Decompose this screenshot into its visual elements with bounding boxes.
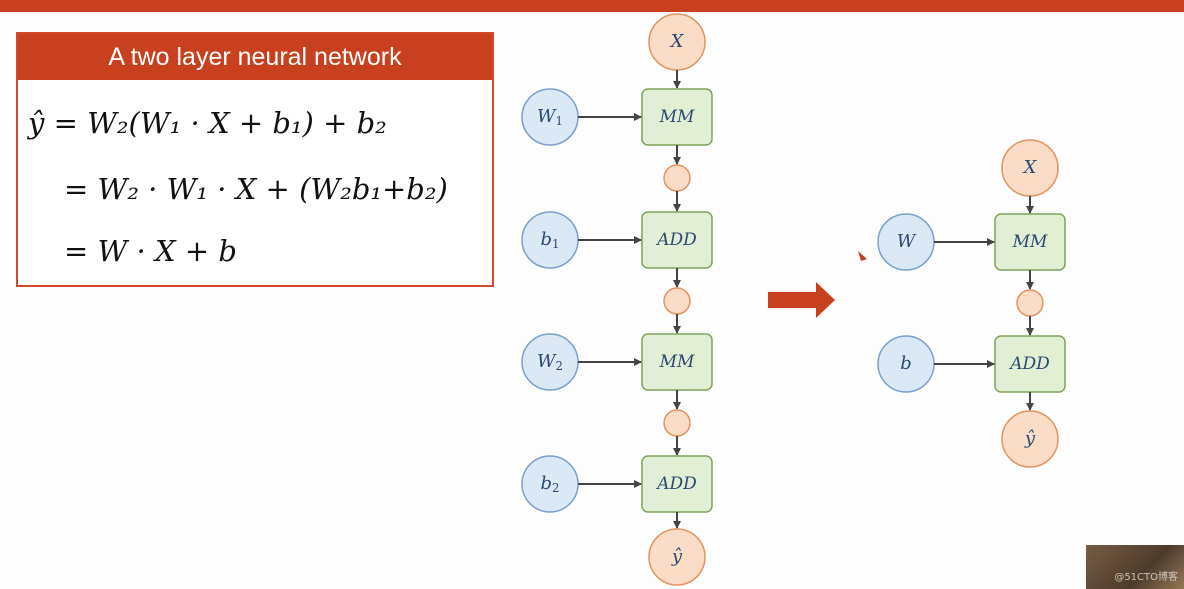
right-computation-graph: X MM W ADD b ŷ xyxy=(877,139,1066,468)
left-param-label-3: W2 xyxy=(537,351,563,373)
cursor-icon xyxy=(858,251,867,261)
left-param-label-4: b2 xyxy=(541,473,560,495)
right-output-label: ŷ xyxy=(1024,428,1036,449)
webcam-watermark: @51CTO博客 xyxy=(1086,545,1184,589)
left-op-label-2: ADD xyxy=(655,230,697,250)
watermark-text: @51CTO博客 xyxy=(1114,572,1178,583)
left-intermediate-node-2 xyxy=(663,287,691,315)
equation-line-2: = W₂ · W₁ · X + (W₂b₁+b₂) xyxy=(64,172,448,206)
equation-line-1-lhs: ŷ xyxy=(28,106,45,140)
transform-arrow-icon xyxy=(768,282,835,318)
left-output-label: ŷ xyxy=(671,546,683,567)
right-input-label: X xyxy=(1022,157,1038,178)
right-param-label-1: W xyxy=(897,231,917,252)
left-op-label-3: MM xyxy=(659,352,695,372)
left-intermediate-node-1 xyxy=(663,164,691,192)
right-output-node xyxy=(1001,410,1059,468)
left-param-label-1: W1 xyxy=(537,106,563,128)
right-op-label-1: MM xyxy=(1012,232,1048,252)
left-intermediate-node-3 xyxy=(663,409,691,437)
equation-line-3: = W · X + b xyxy=(64,234,237,268)
equation-line-1: ŷ = W₂(W₁ · X + b₁) + b₂ xyxy=(28,106,387,140)
top-accent-bar xyxy=(0,0,1184,12)
left-op-label-1: MM xyxy=(659,107,695,127)
right-param-label-2: b xyxy=(900,353,912,374)
right-op-label-2: ADD xyxy=(1008,354,1050,374)
left-param-label-2: b1 xyxy=(541,229,560,251)
left-op-label-4: ADD xyxy=(655,474,697,494)
equation-box-title: A two layer neural network xyxy=(18,34,492,80)
equation-line-1-rhs: = W₂(W₁ · X + b₁) + b₂ xyxy=(53,106,387,140)
right-intermediate-node-1 xyxy=(1016,289,1044,317)
left-input-label: X xyxy=(669,31,685,52)
left-output-node xyxy=(648,528,706,586)
equation-box: A two layer neural network ŷ = W₂(W₁ · X… xyxy=(16,32,494,287)
